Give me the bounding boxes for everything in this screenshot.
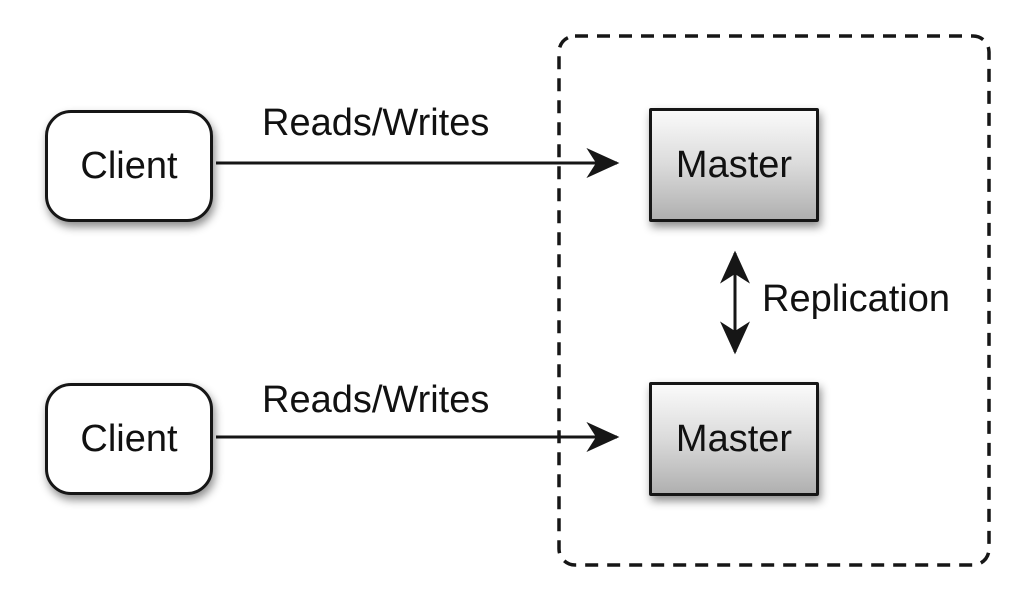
- reads-writes-top-label: Reads/Writes: [262, 102, 490, 144]
- master-bottom-node: Master: [649, 382, 819, 496]
- reads-writes-bottom-label: Reads/Writes: [262, 379, 490, 421]
- client-top-label: Client: [80, 145, 178, 187]
- replication-label: Replication: [762, 278, 950, 320]
- master-top-node: Master: [649, 108, 819, 222]
- master-group-dashed-border: [557, 34, 991, 567]
- client-top-node: Client: [45, 110, 213, 222]
- client-bottom-label: Client: [80, 418, 178, 460]
- master-top-label: Master: [675, 144, 793, 186]
- master-bottom-label: Master: [675, 418, 793, 460]
- client-bottom-node: Client: [45, 383, 213, 495]
